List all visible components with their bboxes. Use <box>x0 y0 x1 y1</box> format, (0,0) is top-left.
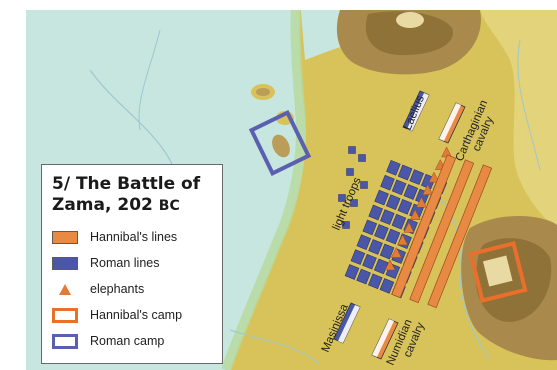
legend-title-line1: 5/ The Battle of <box>52 174 201 194</box>
island-hill <box>256 88 270 96</box>
river <box>517 39 541 171</box>
legend-label: Roman lines <box>90 256 160 270</box>
roman-unit <box>368 204 383 221</box>
roman-camp-swatch <box>52 333 78 349</box>
light-troop-unit <box>342 221 350 229</box>
roman-unit <box>397 164 413 181</box>
elephant-marker <box>403 221 415 233</box>
river <box>138 29 161 131</box>
roman-unit <box>350 249 366 265</box>
elephant-marker <box>416 196 427 208</box>
light-troop-unit <box>350 199 358 207</box>
hannibal-lines <box>391 154 493 309</box>
legend-label: Hannibal's camp <box>90 308 183 322</box>
legend-label: Hannibal's lines <box>90 230 178 244</box>
roman-unit <box>380 174 395 191</box>
masinissa-cavalry <box>333 302 361 344</box>
hannibal-line-1 <box>391 154 457 299</box>
light-troop-unit <box>358 154 366 162</box>
numidian-cavalry <box>371 318 399 360</box>
legend-label: elephants <box>90 282 145 296</box>
roman-unit <box>385 228 401 245</box>
legend-item-hannibals-camp: Hannibal's camp <box>52 302 212 328</box>
hannibals-lines-swatch <box>52 230 78 244</box>
elephant-marker <box>428 171 440 183</box>
roman-unit <box>356 234 372 251</box>
legend-item-roman-lines: Roman lines <box>52 250 212 276</box>
legend-title-year: Zama, 202 <box>52 195 153 215</box>
legend-label: Roman camp <box>90 334 165 348</box>
river <box>229 329 321 366</box>
light-troop-unit <box>346 168 354 176</box>
light-troop-unit <box>348 146 356 154</box>
roman-unit <box>368 239 383 255</box>
page-margin-top <box>26 0 557 10</box>
map-legend: 5/ The Battle of Zama, 202 BC Hannibal's… <box>41 164 223 364</box>
roman-unit <box>344 264 360 280</box>
roman-unit <box>374 224 389 240</box>
elephant-triangle-icon <box>59 283 71 295</box>
legend-title: 5/ The Battle of Zama, 202 BC <box>52 174 212 217</box>
elephant-marker <box>397 234 408 246</box>
roman-unit <box>397 198 413 215</box>
roman-unit <box>368 273 383 290</box>
hannibal-line-3 <box>427 164 493 309</box>
elephants <box>384 146 453 271</box>
legend-title-era: BC <box>158 198 180 214</box>
highland-north-summit <box>396 12 424 28</box>
roman-unit <box>379 243 395 260</box>
light-troop-unit <box>360 181 368 189</box>
roman-unit <box>409 169 424 185</box>
light-troops <box>338 146 368 229</box>
roman-lines-swatch <box>52 256 78 270</box>
roman-unit <box>391 179 407 196</box>
roman-unit <box>374 189 389 206</box>
legend-item-hannibals-lines: Hannibal's lines <box>52 224 212 250</box>
page-margin <box>0 0 26 370</box>
roman-unit <box>356 268 371 285</box>
roman-unit <box>403 184 419 200</box>
roman-unit <box>391 213 407 230</box>
highland-north-peak <box>365 11 453 56</box>
legend-title-line2: Zama, 202 BC <box>52 195 212 217</box>
elephant-marker <box>422 184 434 195</box>
elephant-marker <box>390 246 402 258</box>
elephant-marker <box>409 209 421 221</box>
hannibal-camp-marker <box>468 240 528 304</box>
legend-item-roman-camp: Roman camp <box>52 328 212 354</box>
elephant-marker <box>384 259 396 271</box>
legend-item-elephants: elephants <box>52 276 212 302</box>
roman-camp-marker <box>248 109 312 177</box>
hannibals-camp-swatch <box>52 307 78 323</box>
hannibal-line-2 <box>409 159 475 304</box>
roman-unit <box>379 278 395 294</box>
roman-unit <box>386 159 401 176</box>
laelius-cavalry <box>402 90 430 132</box>
roman-unit <box>385 194 401 211</box>
roman-unit <box>362 253 377 270</box>
coastline <box>221 0 307 370</box>
roman-unit <box>380 209 395 225</box>
eastern-plain <box>480 10 557 230</box>
roman-unit <box>362 219 378 236</box>
light-troop-unit <box>338 194 346 202</box>
carthaginian-cavalry <box>438 102 466 144</box>
